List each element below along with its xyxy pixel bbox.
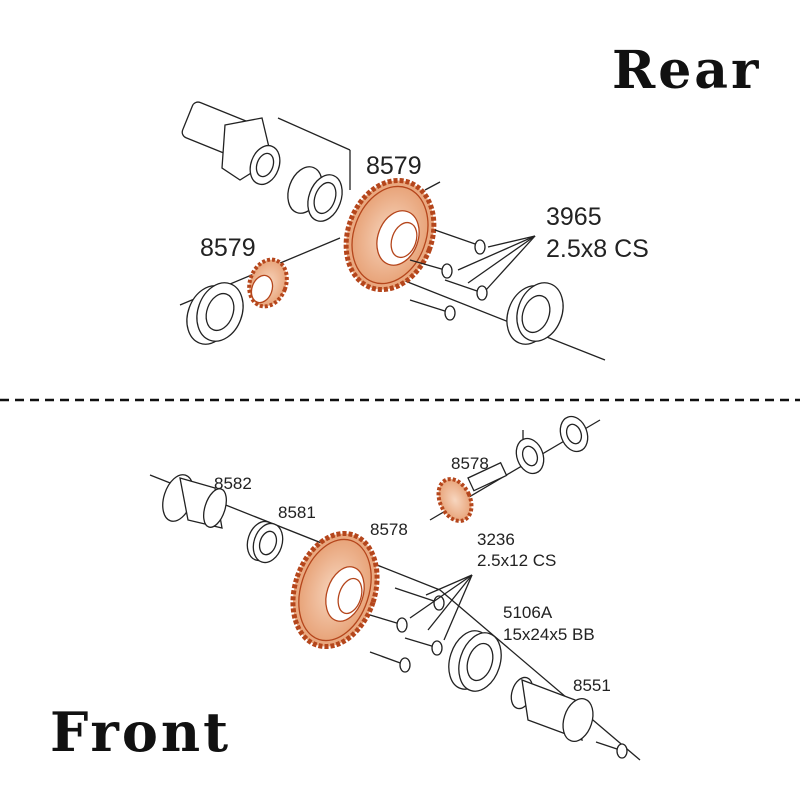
front-ring-gear [290, 530, 380, 650]
front-output-cup [510, 676, 628, 759]
rear-spacer [287, 166, 343, 222]
front-bearing-desc-label: 15x24x5 BB [503, 625, 595, 644]
front-small-bearing-label: 8581 [278, 503, 316, 522]
rear-pinion-label: 8579 [200, 234, 256, 262]
front-main-bearing [448, 630, 502, 692]
front-title: Front [50, 700, 232, 764]
rear-leader-line [424, 181, 441, 191]
rear-leader-line [277, 117, 351, 151]
rear-screw-desc-label: 2.5x8 CS [546, 235, 649, 263]
front-screws [369, 587, 445, 673]
front-small-bearing [246, 520, 284, 564]
front-output-label: 8551 [573, 676, 611, 695]
rear-ring-gear [343, 177, 437, 293]
front-carrier-cup [162, 474, 227, 529]
front-screw-desc-label: 2.5x12 CS [477, 551, 557, 570]
rear-title: Rear [612, 40, 762, 101]
front-ring-gear-label: 8578 [370, 520, 408, 539]
rear-pinion-gear [247, 257, 289, 309]
rear-assembly [179, 101, 606, 361]
front-pinion-label: 8578 [451, 454, 489, 473]
front-screw-leaders [409, 574, 473, 641]
front-bearing-part-label: 5106A [503, 603, 553, 622]
front-output-axis [439, 589, 641, 761]
rear-main-axis [389, 274, 606, 361]
front-screw-part-label: 3236 [477, 530, 515, 549]
rear-screws [409, 229, 488, 321]
rear-left-bearing [186, 282, 244, 345]
front-pinion-gear [436, 461, 508, 523]
front-assembly [149, 415, 641, 761]
rear-output-cup [181, 101, 281, 186]
front-carrier-label: 8582 [214, 474, 252, 493]
rear-screw-part-label: 3965 [546, 203, 602, 231]
rear-right-bearing [506, 282, 564, 345]
rear-screw-leaders [457, 235, 536, 291]
rear-ring-gear-label: 8579 [366, 152, 422, 180]
front-pinion-bearings [515, 415, 589, 475]
